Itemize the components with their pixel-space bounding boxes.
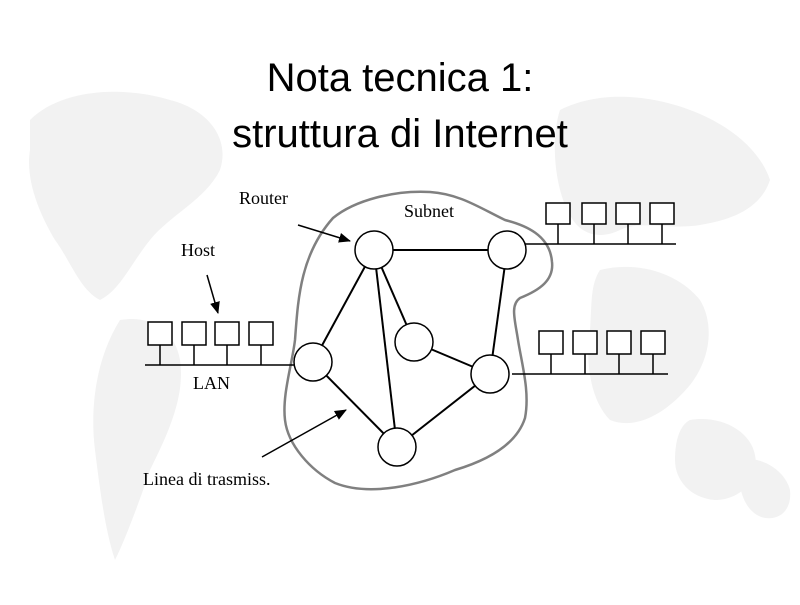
- lan-upper-right: [525, 202, 676, 245]
- link: [312, 361, 398, 448]
- link: [312, 249, 375, 363]
- routers: [293, 230, 527, 467]
- line-arrow: [261, 409, 347, 458]
- host-computer: [581, 202, 607, 244]
- router-node: [470, 354, 510, 394]
- slide-title-line-2: struttura di Internet: [232, 112, 568, 156]
- line-label: Linea di trasmiss.: [143, 469, 270, 489]
- host-computer: [538, 330, 564, 374]
- host-computer: [640, 330, 666, 374]
- host-computer: [545, 202, 571, 244]
- router-label: Router: [239, 188, 288, 208]
- router-node: [394, 322, 434, 362]
- host-arrow: [206, 274, 220, 314]
- subnet-label: Subnet: [404, 201, 454, 221]
- router-node: [293, 342, 333, 382]
- link: [489, 249, 508, 375]
- host-computer: [615, 202, 641, 244]
- host-computer: [181, 321, 207, 365]
- router-node: [487, 230, 527, 270]
- host-computer: [572, 330, 598, 374]
- router-arrow: [297, 224, 351, 243]
- host-computer: [649, 202, 675, 244]
- lan-lower-right: [512, 330, 668, 375]
- subnet-boundary: [283, 190, 554, 491]
- router-node: [354, 230, 394, 270]
- lan-left: [145, 321, 296, 366]
- host-computer: [248, 321, 274, 365]
- host-computer: [606, 330, 632, 374]
- callout-arrows: [206, 224, 351, 458]
- host-label: Host: [181, 240, 215, 260]
- slide-title-line-1: Nota tecnica 1:: [266, 56, 534, 100]
- link: [373, 249, 398, 448]
- lan-label: LAN: [193, 373, 230, 393]
- router-node: [377, 427, 417, 467]
- host-computer: [147, 321, 173, 365]
- host-computer: [214, 321, 240, 365]
